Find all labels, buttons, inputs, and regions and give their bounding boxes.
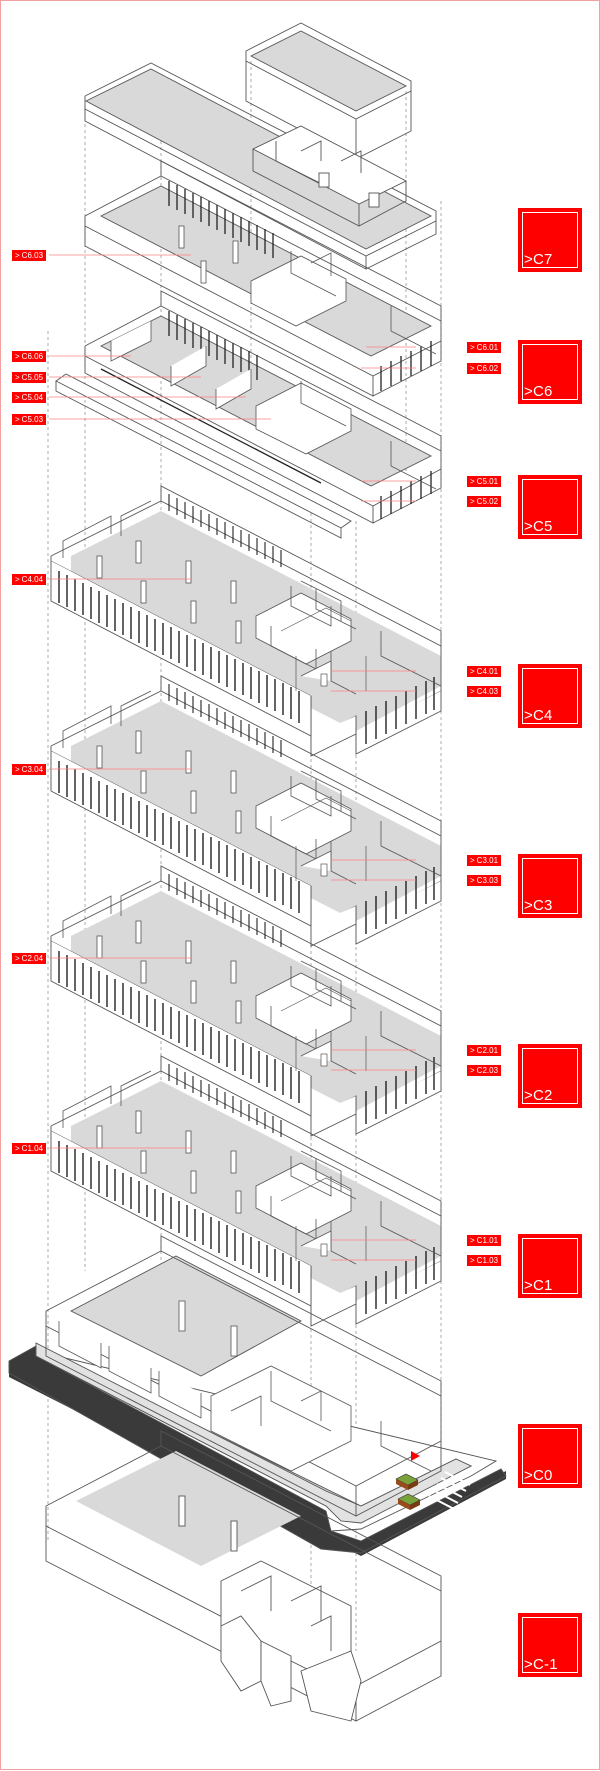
space-tag-c6-01[interactable]: >C6.01 bbox=[467, 342, 502, 353]
space-tag-c2-01[interactable]: >C2.01 bbox=[467, 1045, 502, 1056]
level-badge-c7[interactable]: >C7 bbox=[518, 208, 582, 272]
space-tag-c4-01[interactable]: >C4.01 bbox=[467, 666, 502, 677]
space-tag-c5-02[interactable]: >C5.02 bbox=[467, 496, 502, 507]
space-tag-c1-04[interactable]: >C1.04 bbox=[12, 1143, 47, 1154]
space-tag-c4-03[interactable]: >C4.03 bbox=[467, 686, 502, 697]
level-badge-cm1[interactable]: >C-1 bbox=[518, 1613, 582, 1677]
space-tag-c6-06[interactable]: >C6.06 bbox=[12, 351, 47, 362]
space-tag-c6-02[interactable]: >C6.02 bbox=[467, 363, 502, 374]
space-tag-c5-05[interactable]: >C5.05 bbox=[12, 372, 47, 383]
space-tag-c1-01[interactable]: >C1.01 bbox=[467, 1235, 502, 1246]
space-tag-c4-04[interactable]: >C4.04 bbox=[12, 574, 47, 585]
space-tag-c2-03[interactable]: >C2.03 bbox=[467, 1065, 502, 1076]
space-tag-c5-01[interactable]: >C5.01 bbox=[467, 476, 502, 487]
space-tag-c3-01[interactable]: >C3.01 bbox=[467, 855, 502, 866]
level-label-c2: C2 bbox=[532, 1087, 553, 1104]
space-tag-c6-03[interactable]: >C6.03 bbox=[12, 250, 47, 261]
level-badge-c3[interactable]: >C3 bbox=[518, 854, 582, 918]
level-label-c3: C3 bbox=[532, 897, 553, 914]
level-label-c0: C0 bbox=[532, 1467, 553, 1484]
level-badge-c6[interactable]: >C6 bbox=[518, 340, 582, 404]
level-label-c6: C6 bbox=[532, 383, 553, 400]
level-label-c7: C7 bbox=[532, 251, 553, 268]
level-label-c4: C4 bbox=[532, 707, 553, 724]
level-badge-c0[interactable]: >C0 bbox=[518, 1424, 582, 1488]
space-tag-c3-03[interactable]: >C3.03 bbox=[467, 875, 502, 886]
space-tag-c2-04[interactable]: >C2.04 bbox=[12, 953, 47, 964]
space-tag-c5-03[interactable]: >C5.03 bbox=[12, 414, 47, 425]
space-tag-c5-04[interactable]: >C5.04 bbox=[12, 392, 47, 403]
space-tag-c1-03[interactable]: >C1.03 bbox=[467, 1255, 502, 1266]
level-badge-c5[interactable]: >C5 bbox=[518, 475, 582, 539]
level-badge-c4[interactable]: >C4 bbox=[518, 664, 582, 728]
space-tag-c3-04[interactable]: >C3.04 bbox=[12, 764, 47, 775]
level-label-cm1: C-1 bbox=[532, 1656, 558, 1673]
level-label-c5: C5 bbox=[532, 518, 553, 535]
level-label-c1: C1 bbox=[532, 1277, 553, 1294]
level-badge-c1[interactable]: >C1 bbox=[518, 1234, 582, 1298]
level-badge-c2[interactable]: >C2 bbox=[518, 1044, 582, 1108]
